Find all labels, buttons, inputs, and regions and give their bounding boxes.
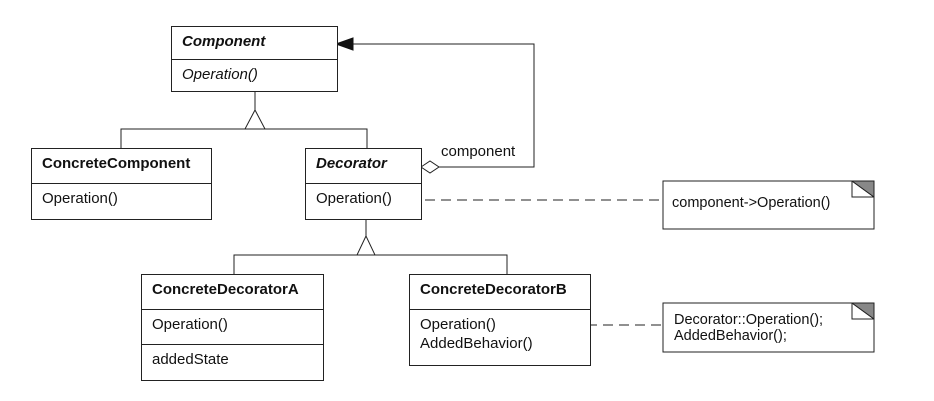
note-b-fold [850,302,875,320]
aggregation-line [353,43,535,168]
concrete-decorator-b-operation2: AddedBehavior() [420,335,533,352]
decorator-generalization-branches [233,254,508,274]
concrete-decorator-b-operations: Operation() AddedBehavior() [410,309,590,365]
concrete-component-operation: Operation() [32,183,211,219]
note-b-shape [662,302,875,353]
aggregation-diamond [420,160,440,174]
component-class-name: Component [182,33,266,50]
decorator-class-name: Decorator [316,155,387,172]
component-class[interactable]: Component Operation() [171,26,338,92]
component-operation: Operation() [172,59,337,91]
decorator-class[interactable]: Decorator Operation() [305,148,422,220]
concrete-decorator-b-class-name: ConcreteDecoratorB [420,281,567,298]
note-decorator-fold [850,180,875,198]
concrete-decorator-a-class-name: ConcreteDecoratorA [152,281,299,298]
concrete-component-class[interactable]: ConcreteComponent Operation() [31,148,212,220]
component-generalization-branches [120,128,368,148]
decorator-generalization-triangle [356,234,376,256]
note-b-line1: Decorator::Operation(); [674,312,824,328]
note-decorator-text: component->Operation() [672,195,831,211]
component-generalization-triangle [244,108,266,130]
aggregation-arrowhead [334,37,354,51]
concrete-decorator-a-class[interactable]: ConcreteDecoratorA Operation() addedStat… [141,274,324,381]
note-b-text: Decorator::Operation(); AddedBehavior(); [674,312,823,344]
concrete-decorator-b-class[interactable]: ConcreteDecoratorB Operation() AddedBeha… [409,274,591,366]
concrete-component-class-name: ConcreteComponent [42,155,191,172]
concrete-decorator-a-operation: Operation() [142,309,323,344]
concrete-decorator-b-operation: Operation() [420,316,496,333]
concrete-decorator-a-attribute: addedState [142,344,323,380]
association-label: component [441,143,516,160]
note-b-line2: AddedBehavior(); [674,328,787,344]
note-decorator-shape [662,180,875,230]
decorator-operation: Operation() [306,183,421,219]
